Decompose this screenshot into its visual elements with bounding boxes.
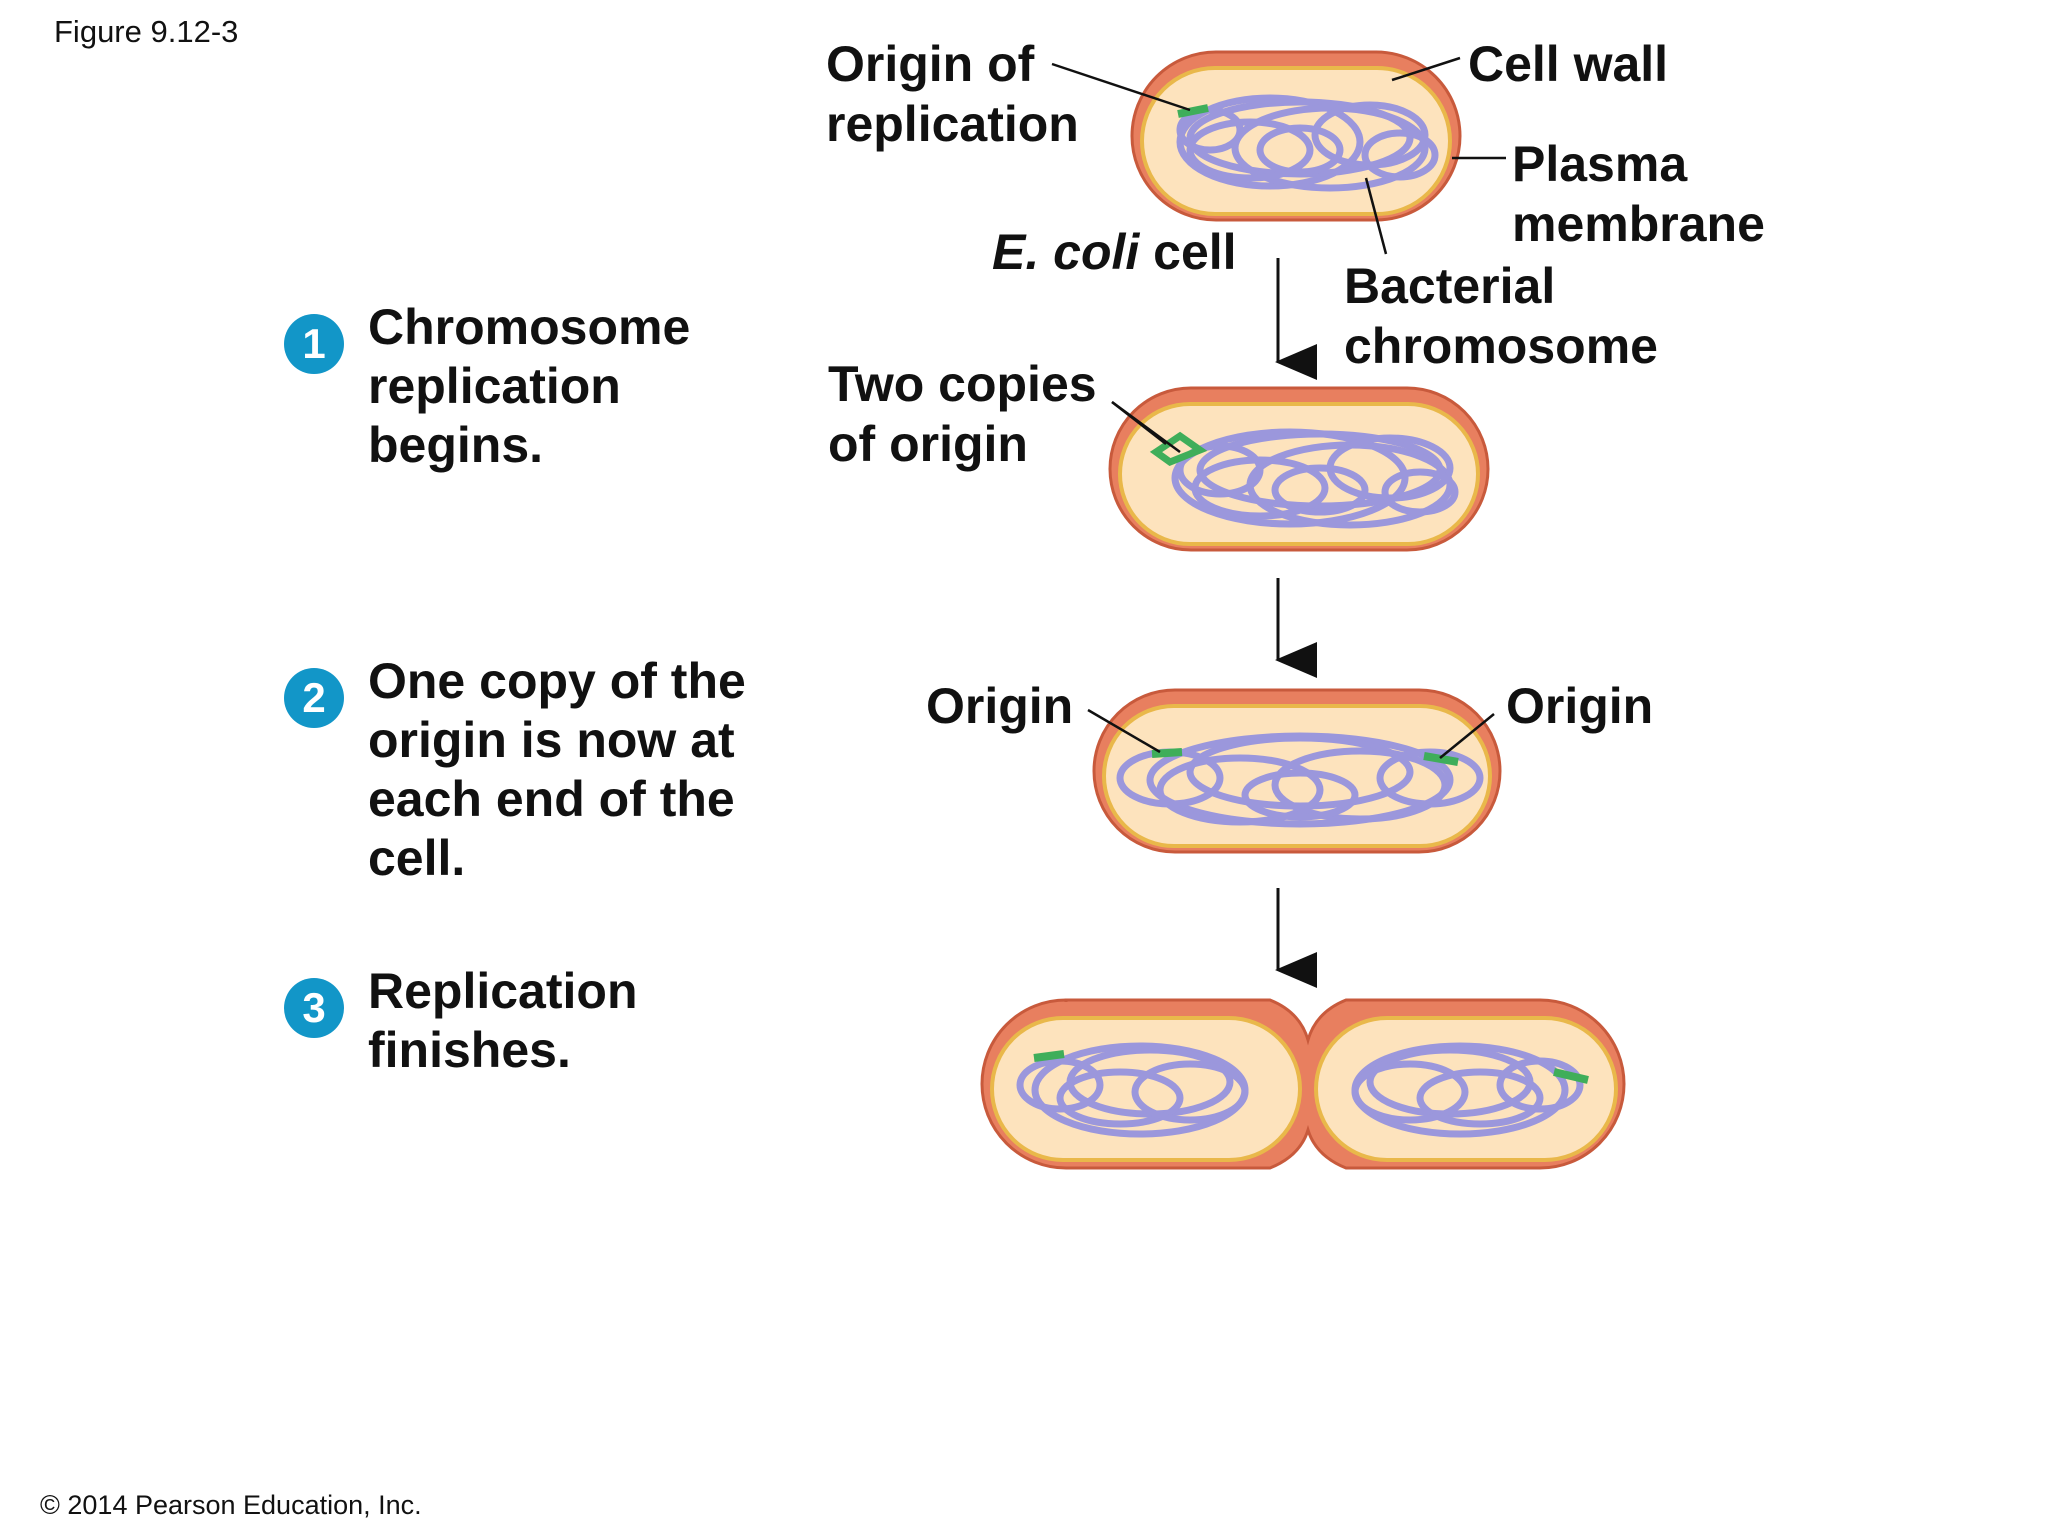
origin-marker-right (1553, 1068, 1589, 1084)
ecoli-cell-1 (1130, 50, 1462, 222)
ecoli-cell-3 (1092, 688, 1502, 854)
label-ecoli-cell: E. coli cell (992, 222, 1237, 282)
label-cell-wall: Cell wall (1468, 36, 1669, 92)
label-two-copies-of-origin: Two copies of origin (828, 356, 1097, 472)
label-origin-right: Origin (1506, 678, 1654, 734)
label-origin-of-replication: Origin of replication (826, 36, 1079, 152)
label-bacterial-chromosome: Bacterial chromosome (1344, 258, 1658, 374)
step-number-badge: 2 (284, 668, 344, 728)
step-number-badge: 1 (284, 314, 344, 374)
label-ecoli-italic: E. coli (992, 224, 1140, 280)
step-text: Replication finishes. (368, 963, 638, 1078)
step-number-badge: 3 (284, 978, 344, 1038)
origin-marker-left (1151, 748, 1183, 758)
label-plasma-membrane: Plasma membrane (1512, 136, 1765, 252)
bacterial-chromosome (1171, 428, 1459, 529)
bacterial-chromosome (1116, 732, 1484, 828)
chromosome-right (1351, 1042, 1584, 1138)
origin-marker (1177, 104, 1209, 118)
ecoli-cell-2 (1108, 386, 1490, 552)
step-text: One copy of the origin is now at each en… (368, 653, 746, 886)
bacterial-chromosome (1176, 94, 1439, 192)
origin-copies-marker (1149, 431, 1208, 466)
ecoli-cell-4-dividing (980, 998, 1626, 1170)
step-text: Chromosome replication begins. (368, 299, 691, 473)
copyright: © 2014 Pearson Education, Inc. (40, 1490, 422, 1520)
figure-id: Figure 9.12-3 (54, 14, 239, 49)
label-ecoli-rest: cell (1139, 224, 1237, 280)
leader-lines (1051, 56, 1506, 759)
label-origin-left: Origin (926, 678, 1074, 734)
origin-marker-left (1033, 1050, 1065, 1062)
chromosome-left (1016, 1042, 1249, 1138)
origin-marker-right (1423, 752, 1459, 766)
